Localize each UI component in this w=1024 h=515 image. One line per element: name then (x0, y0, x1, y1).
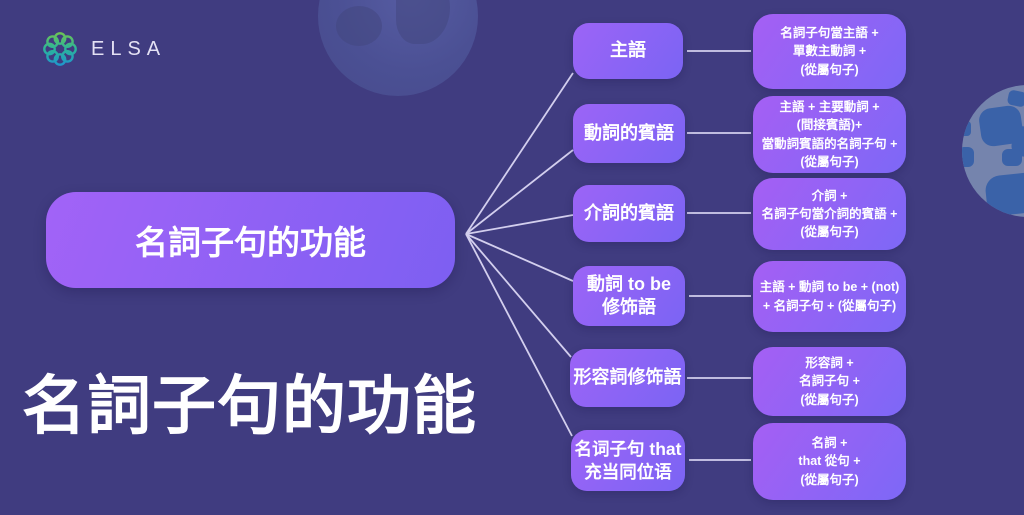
detail-adjective-modifier: 形容詞 + 名詞子句 + (從屬句子) (753, 347, 906, 416)
node-preposition-object: 介詞的賓語 (573, 185, 685, 242)
page-title: 名詞子句的功能 (22, 370, 477, 442)
detail-subject: 名詞子句當主語 + 單數主動詞 + (從屬句子) (753, 14, 906, 89)
node-adjective-modifier: 形容詞修饰語 (570, 349, 685, 407)
node-subject: 主語 (573, 23, 683, 79)
node-verb-object: 動詞的賓語 (573, 104, 685, 163)
brand-name: ELSA (91, 37, 167, 60)
root-node: 名詞子句的功能 (46, 192, 455, 288)
planet-blob (336, 6, 382, 46)
detail-that-appositive: 名詞 + that 從句 + (從屬句子) (753, 423, 906, 500)
detail-preposition-object: 介詞 + 名詞子句當介詞的賓語 + (從屬句子) (753, 178, 906, 250)
brand-logo: ELSA (40, 29, 166, 69)
planet-patch (1002, 149, 1022, 166)
planet-patch (962, 147, 974, 167)
elsa-flower-icon (43, 32, 77, 66)
detail-verb-object: 主語 + 主要動詞 + (間接賓語)+ 當動詞賓語的名詞子句 + (從屬句子) (753, 96, 906, 173)
node-that-appositive: 名词子句 that 充当同位语 (571, 430, 685, 491)
node-to-be-modifier: 動詞 to be 修饰語 (573, 266, 685, 326)
planet-patch (962, 121, 971, 136)
detail-to-be-modifier: 主語 + 動詞 to be + (not) + 名詞子句 + (從屬句子) (753, 261, 906, 332)
